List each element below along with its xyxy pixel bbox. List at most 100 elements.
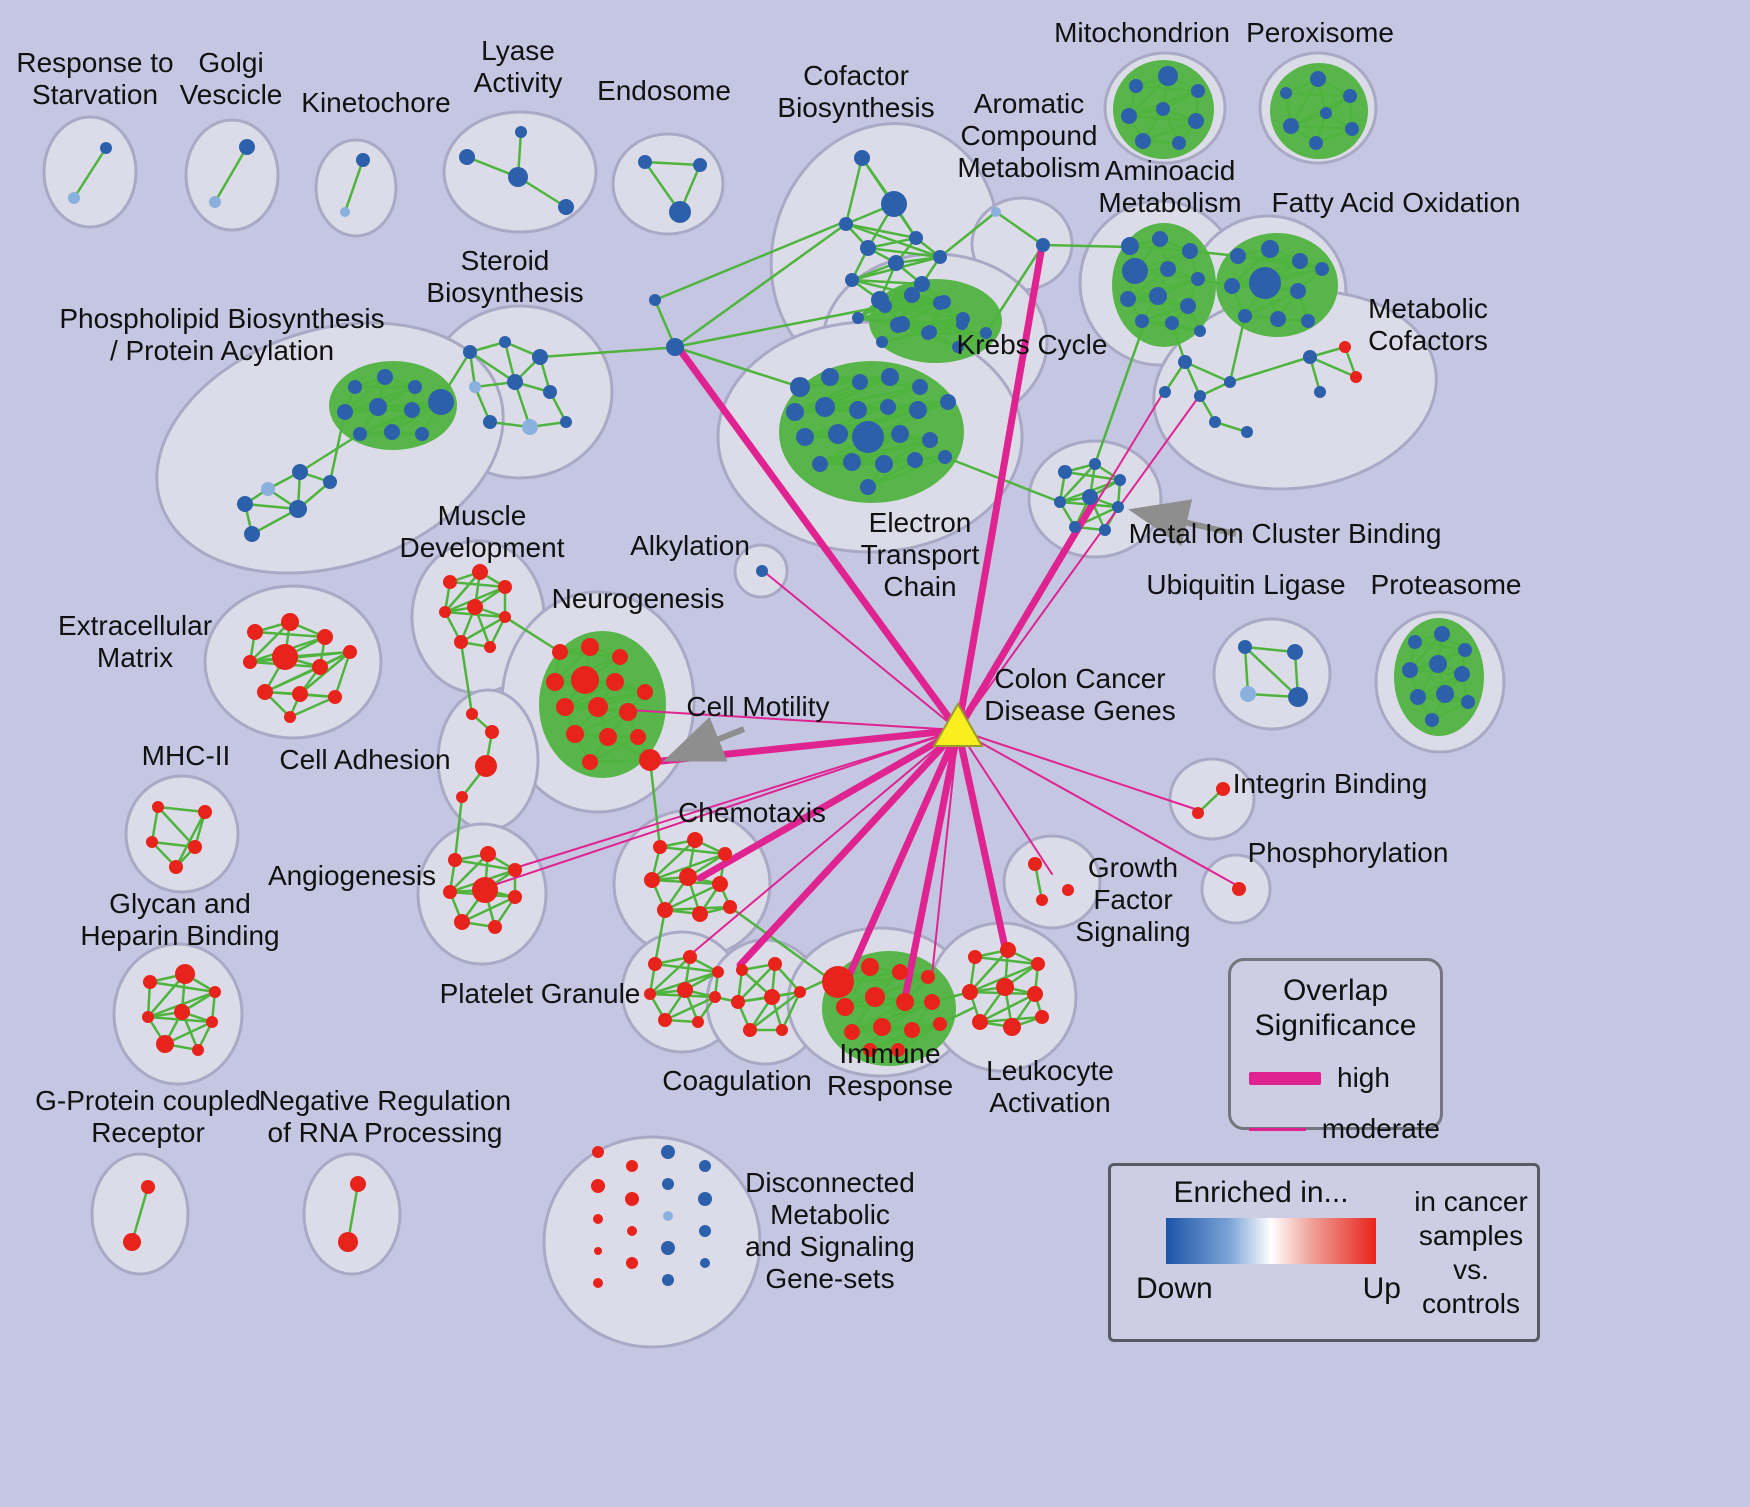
glycan-heparin-binding-node-4 bbox=[174, 1004, 190, 1020]
electron-transport-chain-node-12 bbox=[828, 424, 848, 444]
cofactor-biosynthesis-edge bbox=[851, 278, 923, 286]
extracellular-matrix-edge bbox=[254, 630, 326, 639]
disconnected-gene-sets-node-4 bbox=[593, 1278, 603, 1288]
electron-transport-chain-edge bbox=[824, 385, 921, 409]
metal-ion-cluster-binding-node-7 bbox=[1099, 524, 1111, 536]
chemotaxis-node-7 bbox=[692, 906, 708, 922]
phospholipid-tail-node-3 bbox=[237, 496, 253, 512]
proteasome-node-3 bbox=[1402, 662, 1418, 678]
angiogenesis-node-5 bbox=[508, 890, 522, 904]
leukocyte-activation-node-6 bbox=[972, 1014, 988, 1030]
inter-cluster-edge-7 bbox=[1042, 243, 1131, 249]
cell-adhesion-node-1 bbox=[485, 725, 499, 739]
glycan-heparin-binding-node-6 bbox=[156, 1035, 174, 1053]
inter-cluster-edge-2 bbox=[674, 222, 847, 349]
cofactor-biosynthesis-edge bbox=[845, 222, 917, 240]
disconnected-gene-sets-node-11 bbox=[663, 1211, 673, 1221]
metabolic-cofactors-node-6 bbox=[1303, 350, 1317, 364]
muscle-development-node-3 bbox=[439, 606, 451, 618]
mhc-ii-node-2 bbox=[146, 836, 158, 848]
cell-adhesion-node-3 bbox=[456, 791, 468, 803]
leukocyte-activation-edge bbox=[969, 949, 1009, 993]
disconnected-gene-sets-node-14 bbox=[699, 1160, 711, 1172]
angiogenesis-edge bbox=[461, 895, 516, 924]
disconnected-gene-sets-node-10 bbox=[662, 1178, 674, 1190]
disconnected-gene-sets-node-3 bbox=[594, 1247, 602, 1255]
cofactor-biosynthesis-node-11 bbox=[852, 312, 864, 324]
proteasome-node-0 bbox=[1408, 635, 1422, 649]
chemotaxis-node-1 bbox=[687, 832, 703, 848]
steroid-biosynthesis-node-2 bbox=[532, 349, 548, 365]
immune-response-node-4 bbox=[836, 998, 854, 1016]
phospholipid-core-node-6 bbox=[428, 389, 454, 415]
response-to-starvation-node-1 bbox=[100, 142, 112, 154]
proteasome-node-7 bbox=[1436, 685, 1454, 703]
inter-cluster-edge-13 bbox=[1228, 315, 1247, 383]
neurogenesis-node-9 bbox=[619, 703, 637, 721]
phospholipid-core-node-3 bbox=[337, 404, 353, 420]
electron-transport-chain-node-0 bbox=[790, 377, 810, 397]
immune-response-node-1 bbox=[861, 958, 879, 976]
immune-response-node-9 bbox=[873, 1018, 891, 1036]
coagulation-node-0 bbox=[736, 964, 748, 976]
cofactor-biosynthesis-node-1 bbox=[881, 191, 907, 217]
chemotaxis-node-8 bbox=[723, 900, 737, 914]
chemotaxis-edge bbox=[664, 882, 721, 912]
electron-transport-chain-node-21 bbox=[860, 479, 876, 495]
significance-edge-immune-response-high bbox=[844, 726, 962, 982]
krebs-cycle-label: Krebs Cycle bbox=[957, 329, 1108, 360]
coagulation-edge bbox=[780, 991, 802, 1031]
high-significance-line-sample bbox=[1249, 1071, 1321, 1085]
ubiquitin-ligase-node-1 bbox=[1287, 644, 1303, 660]
negative-regulation-rna-node-1 bbox=[338, 1232, 358, 1252]
phospholipid-core-node-8 bbox=[384, 424, 400, 440]
angiogenesis-node-3 bbox=[443, 885, 457, 899]
electron-transport-chain-node-10 bbox=[940, 394, 956, 410]
electron-transport-chain-node-19 bbox=[907, 452, 923, 468]
platelet-granule-node-0 bbox=[648, 957, 662, 971]
fatty-acid-oxidation-node-5 bbox=[1249, 267, 1281, 299]
cofactor-biosynthesis-node-3 bbox=[909, 231, 923, 245]
electron-transport-chain-node-4 bbox=[912, 379, 928, 395]
significance-edge-integrin-binding-moderate bbox=[957, 729, 1199, 811]
electron-transport-chain-node-7 bbox=[849, 401, 867, 419]
cofactor-biosynthesis-node-7 bbox=[845, 273, 859, 287]
muscle-development-node-2 bbox=[498, 580, 512, 594]
cofactor-biosynthesis-node-15 bbox=[876, 336, 888, 348]
cofactor-biosynthesis-edge bbox=[845, 222, 941, 259]
phospholipid-tail-node-2 bbox=[261, 482, 275, 496]
mhc-ii-node-3 bbox=[188, 840, 202, 854]
metal-ion-cluster-binding-node-0 bbox=[1058, 465, 1072, 479]
muscle-development-node-7 bbox=[484, 641, 496, 653]
fatty-acid-oxidation-edge bbox=[1237, 254, 1323, 271]
endosome-edge bbox=[644, 160, 701, 167]
metal-ion-cluster-binding-node-3 bbox=[1054, 496, 1066, 508]
kinetochore-node-1 bbox=[356, 153, 370, 167]
leukocyte-activation-edge bbox=[969, 962, 1039, 994]
steroid-biosynthesis-node-4 bbox=[507, 374, 523, 390]
significance-edge-angiogenesis-2-moderate bbox=[484, 729, 959, 889]
steroid-biosynthesis-node-1 bbox=[499, 336, 511, 348]
neurogenesis-edge bbox=[564, 690, 646, 709]
inter-cluster-edge-8 bbox=[984, 244, 1045, 334]
neurogenesis-node-0 bbox=[552, 644, 568, 660]
fatty-acid-oxidation-node-7 bbox=[1238, 309, 1252, 323]
metabolic-cofactors-node-0 bbox=[1178, 355, 1192, 369]
mhc-ii-edge bbox=[174, 811, 207, 868]
extracellular-matrix-node-4 bbox=[272, 644, 298, 670]
significance-edge-immune-response-2-high bbox=[901, 726, 962, 1002]
colon-cancer-disease-genes-node bbox=[932, 701, 984, 747]
cell-motility-arrow bbox=[662, 716, 746, 762]
kinetochore-ellipse bbox=[314, 138, 398, 238]
mitochondrion-node-3 bbox=[1121, 108, 1137, 124]
neurogenesis-node-2 bbox=[612, 649, 628, 665]
coagulation-node-2 bbox=[731, 995, 745, 1009]
cofactor-biosynthesis-edge bbox=[844, 157, 864, 225]
proteasome-node-1 bbox=[1434, 626, 1450, 642]
mhc-ii-node-0 bbox=[152, 801, 164, 813]
